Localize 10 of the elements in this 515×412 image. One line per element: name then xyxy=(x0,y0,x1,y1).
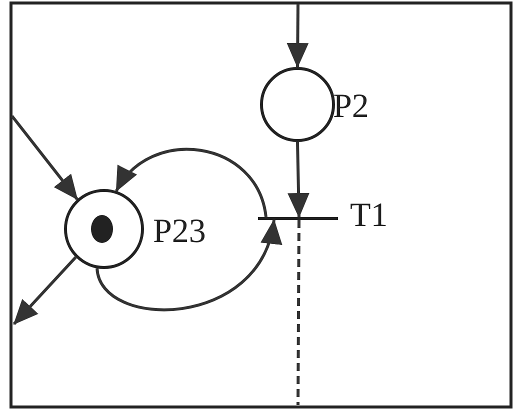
arrow xyxy=(286,4,309,68)
dashed-line xyxy=(296,220,300,405)
place-label: P2 xyxy=(333,90,369,124)
arrow xyxy=(96,219,280,312)
arrow xyxy=(10,115,78,200)
arrow xyxy=(12,256,77,326)
transition-label: T1 xyxy=(350,199,388,233)
place-label: P23 xyxy=(153,215,206,249)
arrow xyxy=(115,148,268,218)
arrow xyxy=(288,142,310,218)
